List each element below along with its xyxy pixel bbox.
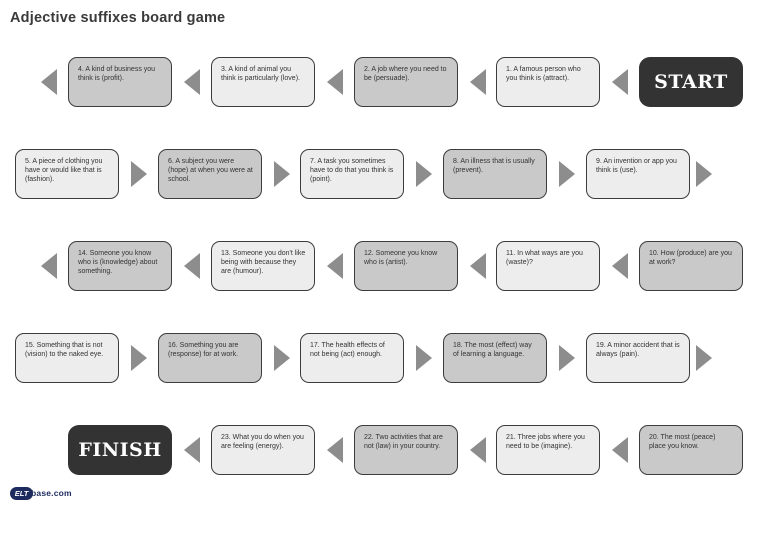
arrow-right-icon — [131, 345, 147, 371]
board-square: 22. Two activities that are not (law) in… — [354, 425, 458, 475]
board-square: 21. Three jobs where you need to be (ima… — [496, 425, 600, 475]
arrow-right-icon — [559, 161, 575, 187]
arrow-left-icon — [184, 69, 200, 95]
board-square: 1. A famous person who you think is (att… — [496, 57, 600, 107]
board-square: 9. An invention or app you think is (use… — [586, 149, 690, 199]
arrow-left-icon — [327, 437, 343, 463]
board-square: 4. A kind of business you think is (prof… — [68, 57, 172, 107]
board-square: 5. A piece of clothing you have or would… — [15, 149, 119, 199]
board-square: 20. The most (peace) place you know. — [639, 425, 743, 475]
start-square: START — [639, 57, 743, 107]
board-square: 6. A subject you were (hope) at when you… — [158, 149, 262, 199]
board-square: 17. The health effects of not being (act… — [300, 333, 404, 383]
board-square: 15. Something that is not (vision) to th… — [15, 333, 119, 383]
arrow-right-icon — [416, 161, 432, 187]
page-title: Adjective suffixes board game — [10, 10, 226, 26]
eltbase-logo-badge: ELT — [10, 486, 33, 500]
board-square: 10. How (produce) are you at work? — [639, 241, 743, 291]
arrow-right-icon — [274, 161, 290, 187]
arrow-right-icon — [274, 345, 290, 371]
arrow-right-icon — [696, 161, 712, 187]
board-square: 18. The most (effect) way of learning a … — [443, 333, 547, 383]
board-square: 13. Someone you don't like being with be… — [211, 241, 315, 291]
board-square: 23. What you do when you are feeling (en… — [211, 425, 315, 475]
arrow-right-icon — [131, 161, 147, 187]
arrow-left-icon — [41, 253, 57, 279]
finish-square: FINISH — [68, 425, 172, 475]
arrow-left-icon — [470, 253, 486, 279]
board-square: 19. A minor accident that is always (pai… — [586, 333, 690, 383]
arrow-left-icon — [41, 69, 57, 95]
arrow-left-icon — [184, 437, 200, 463]
board-square: 12. Someone you know who is (artist). — [354, 241, 458, 291]
arrow-left-icon — [612, 253, 628, 279]
board-square: 11. In what ways are you (waste)? — [496, 241, 600, 291]
board-square: 3. A kind of animal you think is particu… — [211, 57, 315, 107]
arrow-right-icon — [696, 345, 712, 371]
arrow-right-icon — [416, 345, 432, 371]
board-square: 14. Someone you know who is (knowledge) … — [68, 241, 172, 291]
arrow-left-icon — [327, 253, 343, 279]
eltbase-logo-text: base.com — [31, 488, 72, 498]
board-square: 8. An illness that is usually (prevent). — [443, 149, 547, 199]
arrow-left-icon — [327, 69, 343, 95]
arrow-left-icon — [470, 69, 486, 95]
board-square: 7. A task you sometimes have to do that … — [300, 149, 404, 199]
arrow-left-icon — [470, 437, 486, 463]
arrow-left-icon — [612, 69, 628, 95]
arrow-left-icon — [184, 253, 200, 279]
arrow-left-icon — [612, 437, 628, 463]
arrow-right-icon — [559, 345, 575, 371]
board-square: 2. A job where you need to be (persuade)… — [354, 57, 458, 107]
board-square: 16. Something you are (response) for at … — [158, 333, 262, 383]
